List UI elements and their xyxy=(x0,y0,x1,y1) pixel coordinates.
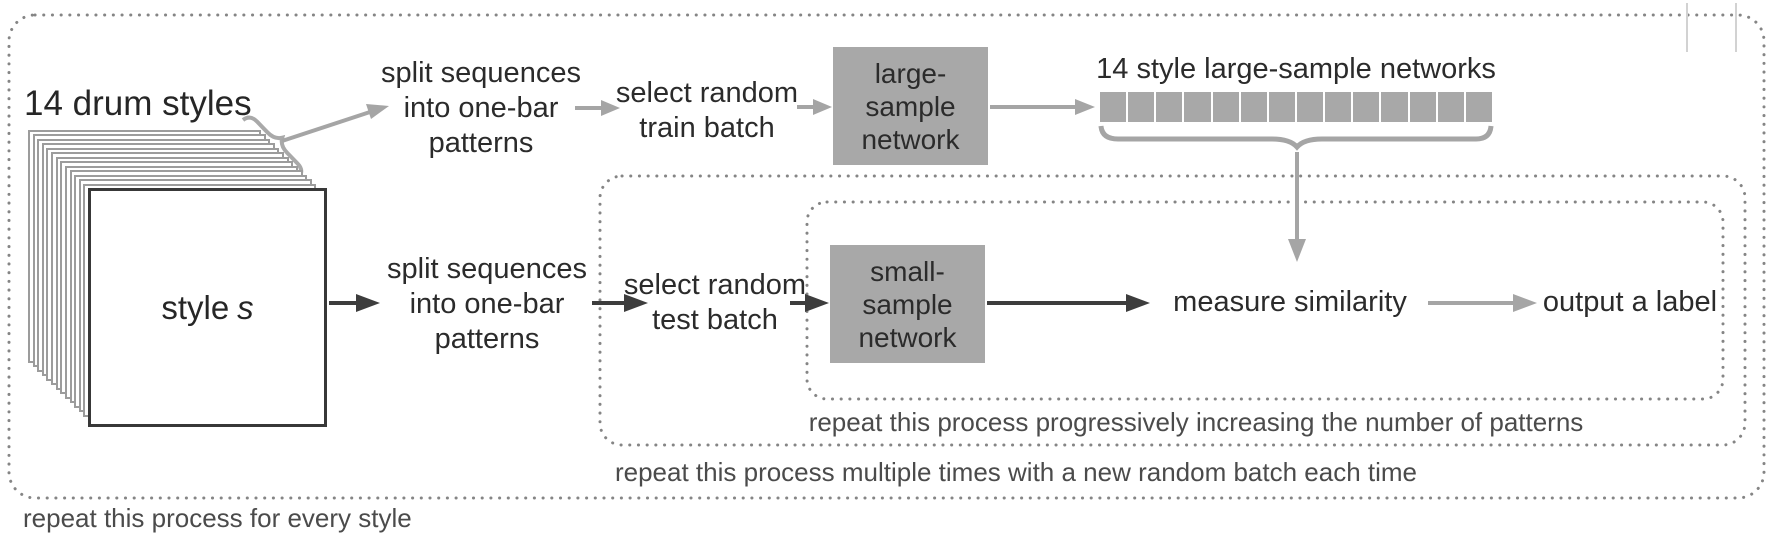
arrow-large-network-to-networks-row xyxy=(990,99,1095,115)
arrow-train-batch-to-large-network xyxy=(797,99,832,115)
loop-middle-caption: repeat this process multiple times with … xyxy=(614,457,1418,487)
stack-title: 14 drum styles xyxy=(24,84,252,123)
network-square xyxy=(1381,92,1408,122)
row1-select-train-batch-label: select random train batch xyxy=(615,77,799,144)
arrow-networks-to-measure xyxy=(1288,152,1306,262)
network-square xyxy=(1268,92,1295,122)
row1-split-sequences-label: split sequences into one-bar patterns xyxy=(381,57,581,159)
output-a-label-label: output a label xyxy=(1542,286,1718,318)
arrow-split-to-train-batch xyxy=(575,100,620,116)
network-square xyxy=(1184,92,1211,122)
small-sample-network-box: small-sample network xyxy=(830,245,985,363)
arrow-style-to-split xyxy=(329,294,380,312)
network-square xyxy=(1325,92,1352,122)
network-square xyxy=(1128,92,1155,122)
style-card-label: style xyxy=(161,288,230,326)
networks-row xyxy=(1100,92,1492,122)
row2-split-sequences-label: split sequences into one-bar patterns xyxy=(387,253,587,355)
networks-row-caption: 14 style large-sample networks xyxy=(1096,53,1496,85)
large-sample-network-box: large-sample network xyxy=(833,47,988,165)
style-s-card: style s xyxy=(88,188,327,427)
network-square xyxy=(1240,92,1267,122)
network-square xyxy=(1100,92,1127,122)
arrow-measure-to-output xyxy=(1428,294,1537,312)
network-square xyxy=(1156,92,1183,122)
network-square xyxy=(1212,92,1239,122)
network-square xyxy=(1465,92,1492,122)
measure-similarity-label: measure similarity xyxy=(1173,286,1407,318)
loop-outer-caption: repeat this process for every style xyxy=(23,503,412,533)
loop-inner-caption: repeat this process progressively increa… xyxy=(808,407,1584,437)
arrow-stack-to-split xyxy=(281,104,389,143)
arrow-small-network-to-measure xyxy=(987,294,1150,312)
networks-underbrace xyxy=(1098,125,1494,151)
style-card-variable: s xyxy=(237,288,254,326)
network-square xyxy=(1409,92,1436,122)
network-square xyxy=(1437,92,1464,122)
network-square xyxy=(1353,92,1380,122)
network-square xyxy=(1296,92,1324,122)
row2-select-test-batch-label: select random test batch xyxy=(623,269,807,336)
